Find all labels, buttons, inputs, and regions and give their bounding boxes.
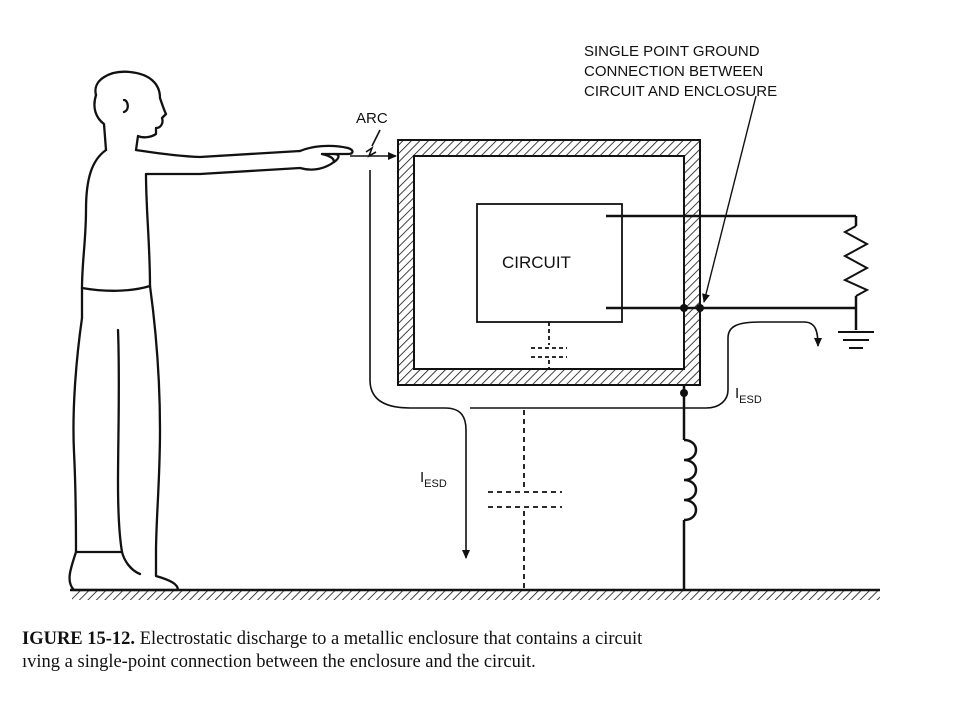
parasitic-capacitor-outer	[488, 410, 562, 590]
arc-indicator	[350, 129, 397, 160]
parasitic-capacitor-inner	[531, 322, 567, 369]
ground-strap	[682, 385, 698, 590]
circuit-box	[476, 203, 623, 323]
ground-plane	[70, 588, 880, 600]
ground-symbol	[838, 331, 874, 349]
esd-current-sub: ESD	[739, 394, 762, 406]
esd-current-path-right	[470, 321, 822, 409]
esd-current-main: I	[420, 469, 424, 486]
resistor-symbol	[842, 225, 870, 297]
connection-dots	[680, 304, 704, 397]
ground-note-line-2: CONNECTION BETWEEN	[584, 63, 763, 80]
esd-current-main: I	[735, 385, 739, 402]
arc-label: ARC	[356, 110, 388, 127]
metal-enclosure	[397, 139, 701, 386]
ground-note-line-1: SINGLE POINT GROUND	[584, 43, 760, 60]
esd-current-sub: ESD	[424, 478, 447, 490]
caption-line-1: Electrostatic discharge to a metallic en…	[135, 629, 643, 649]
ground-note-line-3: CIRCUIT AND ENCLOSURE	[584, 83, 777, 100]
esd-current-label-left: IESD	[420, 469, 447, 490]
esd-current-path-left	[369, 170, 470, 559]
esd-current-label-right: IESD	[735, 385, 762, 406]
person-figure	[68, 70, 354, 592]
figure-caption: IGURE 15-12. Electrostatic discharge to …	[22, 628, 952, 674]
circuit-label: CIRCUIT	[502, 253, 571, 272]
caption-line-2: ıving a single-point connection between …	[22, 652, 536, 672]
figure-number: IGURE 15-12.	[22, 629, 136, 649]
ground-note-leader	[702, 95, 757, 303]
circuit-wiring	[606, 214, 858, 330]
esd-enclosure-diagram: ARC SINGLE POINT GROUND CONNECTION BETWE…	[68, 43, 880, 600]
